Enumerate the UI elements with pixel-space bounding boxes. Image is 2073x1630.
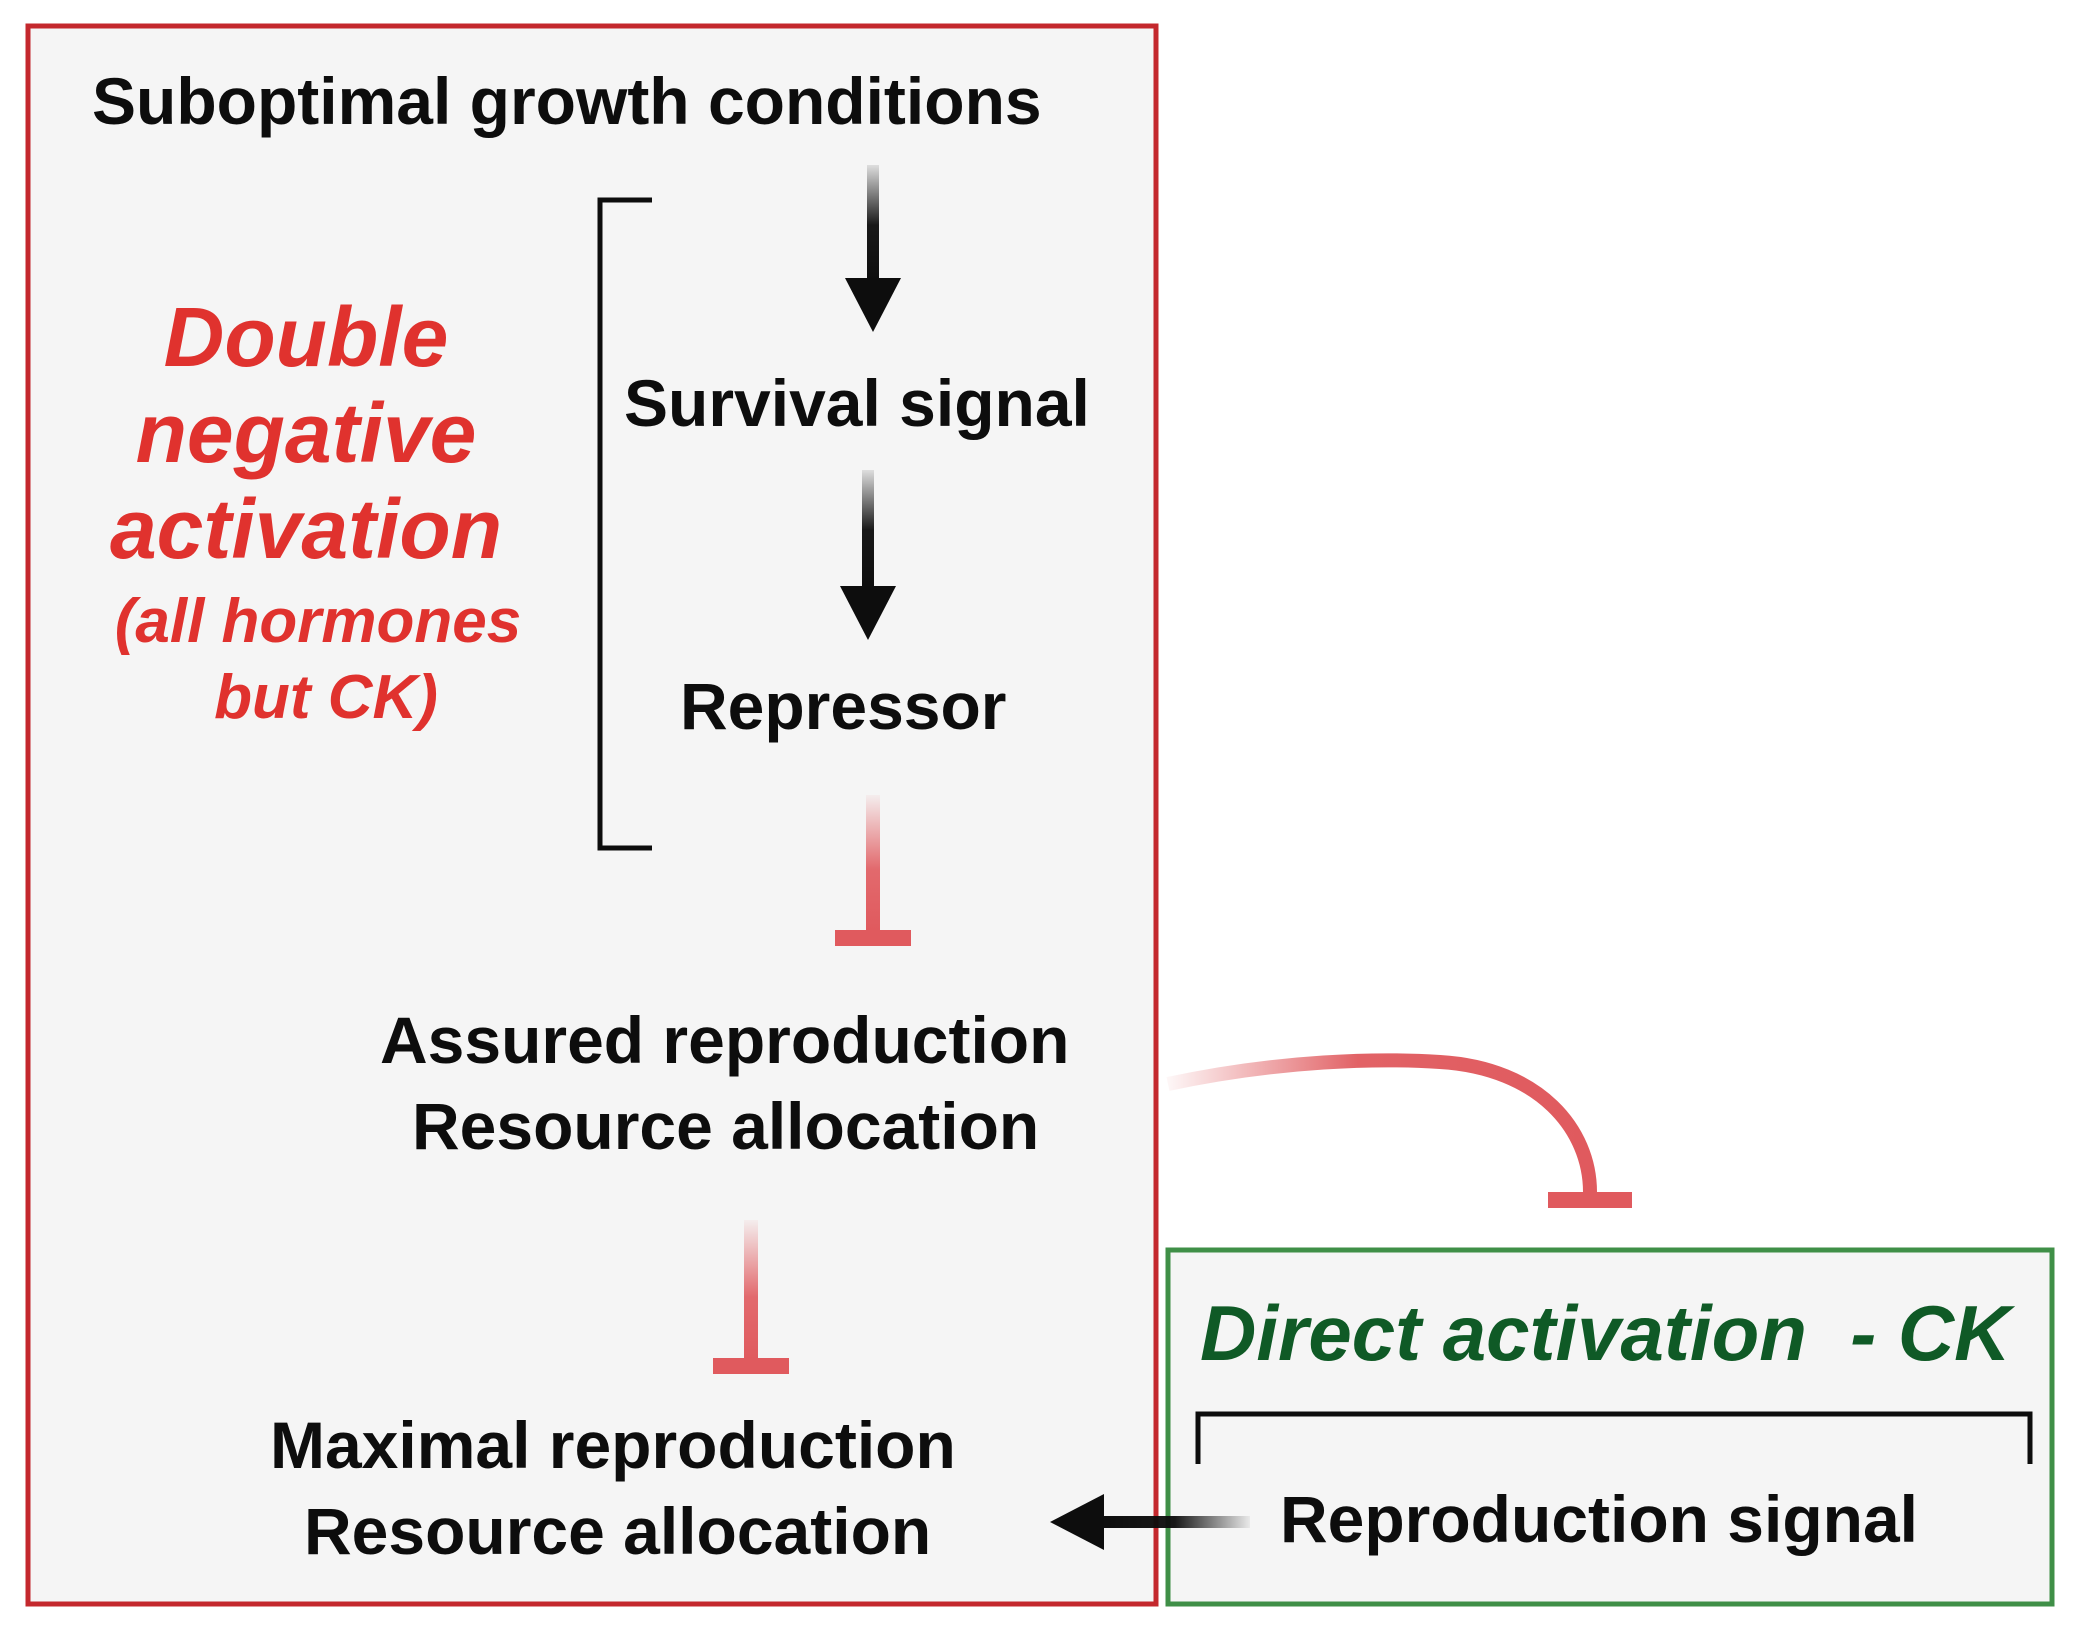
double-negative-line-2: negative <box>136 386 477 480</box>
double-negative-line-1: Double <box>164 290 449 384</box>
direct-activation-bracket <box>1195 1411 2033 1464</box>
node-maximal-resource-allocation: Resource allocation <box>304 1494 931 1568</box>
double-negative-line-5: but CK) <box>214 663 438 732</box>
double-negative-line-4: (all hormones <box>115 587 522 656</box>
node-suboptimal-growth-conditions: Suboptimal growth conditions <box>92 64 1042 138</box>
node-repressor: Repressor <box>680 669 1007 743</box>
double-negative-box <box>25 23 1159 1607</box>
node-maximal-reproduction: Maximal reproduction <box>270 1408 956 1482</box>
double-negative-activation-label: Double negative activation (all hormones… <box>110 290 521 732</box>
pathway-bracket <box>597 197 652 851</box>
inhibition-assured-to-maximal <box>713 1220 789 1374</box>
node-survival-signal: Survival signal <box>624 366 1090 440</box>
direct-activation-box <box>1165 1247 2055 1607</box>
arrow-suboptimal-to-survival <box>845 165 901 332</box>
inhibition-repressor-to-assured <box>835 795 911 946</box>
double-negative-line-3: activation <box>110 482 502 576</box>
node-reproduction-signal: Reproduction signal <box>1280 1482 1918 1556</box>
direct-activation-label: Direct activation - CK <box>1200 1289 2016 1377</box>
node-assured-resource-allocation: Resource allocation <box>412 1089 1039 1163</box>
inhibition-assured-to-reproduction-signal <box>1166 1053 1632 1208</box>
node-assured-reproduction: Assured reproduction <box>380 1003 1069 1077</box>
arrow-survival-to-repressor <box>840 470 896 640</box>
arrow-reproduction-signal-to-maximal <box>1050 1494 1250 1550</box>
